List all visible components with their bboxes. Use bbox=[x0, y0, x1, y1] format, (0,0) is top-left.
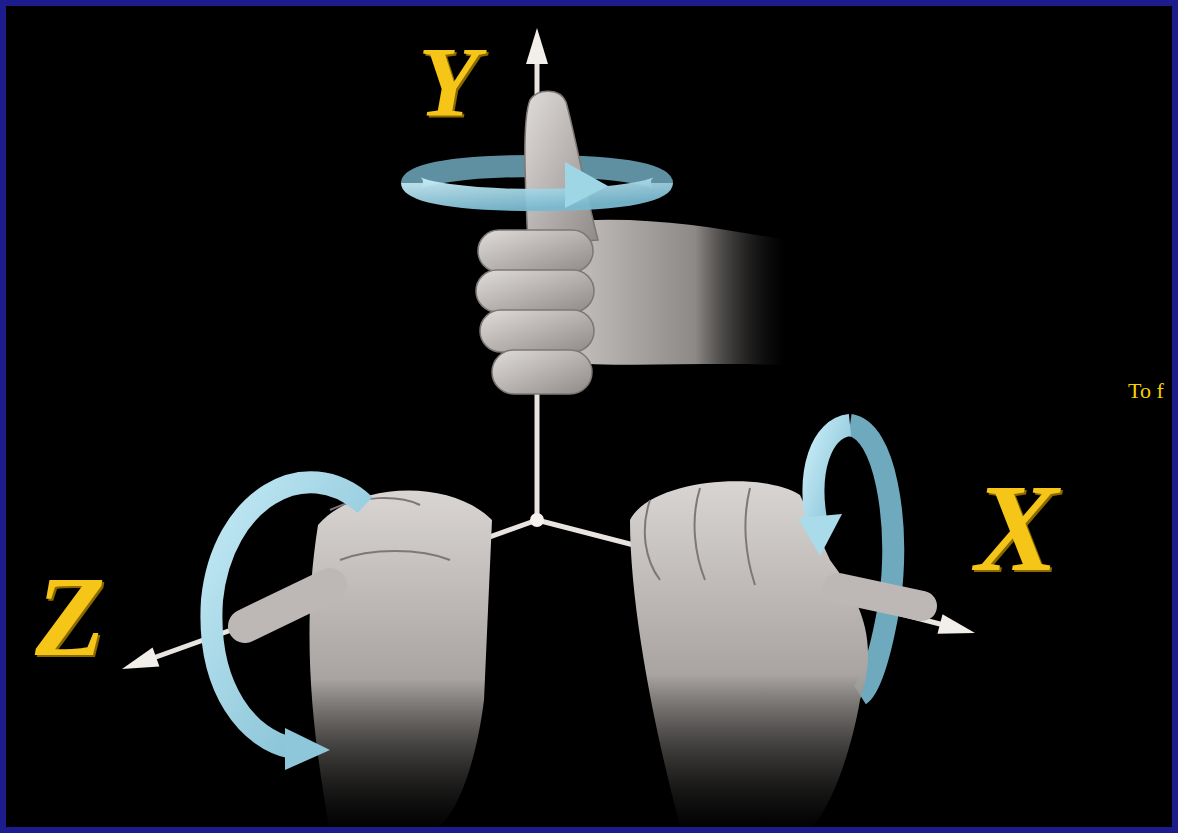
frame bbox=[3, 3, 1175, 830]
rotation-arrowhead bbox=[798, 514, 842, 556]
axis-arrowhead bbox=[526, 28, 548, 64]
z-hand bbox=[245, 491, 492, 833]
note-text: To f bbox=[1128, 380, 1164, 402]
axis-label: X bbox=[975, 466, 1058, 591]
axis-label: Z bbox=[35, 559, 105, 674]
axis-label: Y bbox=[418, 32, 479, 132]
x-hand bbox=[630, 481, 922, 833]
origin bbox=[530, 513, 544, 527]
axis-arrowhead bbox=[122, 648, 159, 669]
y-hand bbox=[476, 91, 785, 394]
axis-arrowhead bbox=[938, 614, 976, 633]
rotation-arrow bbox=[412, 183, 662, 200]
rotation-arrow bbox=[211, 482, 365, 748]
rotation-arrowhead bbox=[285, 728, 330, 770]
rotation-arrowhead bbox=[565, 162, 608, 208]
rotation-arrow bbox=[814, 425, 850, 530]
